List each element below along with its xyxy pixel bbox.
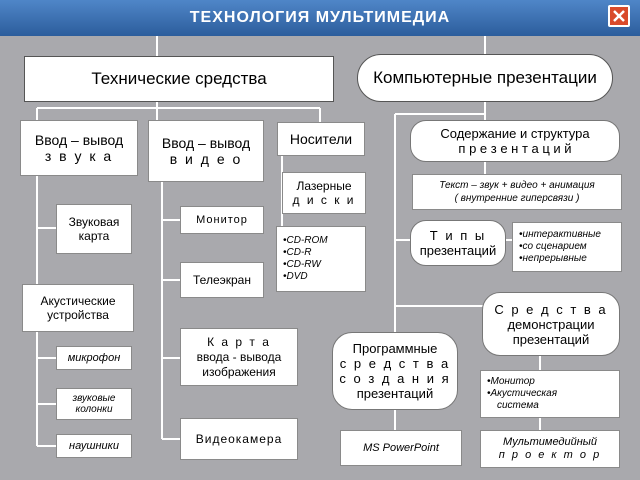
sound-card-box: Звуковая карта (56, 204, 132, 254)
disk-types-box: CD-ROM CD-R CD-RW DVD (276, 226, 366, 292)
laser-disks-box: Лазерные д и с к и (282, 172, 366, 214)
media-label: Носители (289, 131, 353, 147)
video-io-line2: в и д е о (169, 151, 243, 167)
presentations-header-label: Компьютерные презентации (373, 68, 597, 87)
capture-card-box: К а р т а ввода - вывода изображения (180, 328, 298, 386)
software-line2: с р е д с т в а (339, 356, 451, 371)
video-io-box: Ввод – вывод в и д е о (148, 120, 264, 182)
acoustic-line2: устройства (47, 308, 109, 322)
close-icon (613, 10, 625, 22)
laser-disks-line1: Лазерные (296, 179, 352, 193)
monitor-box: Монитор (180, 206, 264, 234)
demo-means-line2: демонстрации (507, 316, 595, 332)
disk-type-item: CD-ROM (283, 235, 328, 247)
microphone-box: микрофон (56, 346, 132, 370)
disk-type-item: CD-RW (283, 259, 321, 271)
media-box: Носители (277, 122, 365, 156)
type-list-item: непрерывные (519, 253, 587, 265)
speakers-line1: звуковые (72, 393, 116, 404)
capture-card-line1: К а р т а (207, 334, 271, 349)
microphone-label: микрофон (67, 352, 121, 364)
sound-io-line2: з в у к а (44, 148, 114, 164)
sound-card-line1: Звуковая (68, 215, 120, 229)
software-line3: с о з д а н и я (339, 371, 451, 386)
camcorder-box: Видеокамера (180, 418, 298, 460)
content-structure-line2: п р е з е н т а ц и й (458, 141, 572, 156)
formula-box: Текст – звук + видео + анимация ( внутре… (412, 174, 622, 210)
sound-io-box: Ввод – вывод з в у к а (20, 120, 138, 176)
acoustic-box: Акустические устройства (22, 284, 134, 332)
headphones-label: наушники (69, 440, 119, 452)
sound-card-line2: карта (78, 229, 110, 243)
demo-list-item-cont: система (497, 400, 539, 411)
diagram-canvas: Технические средства Компьютерные презен… (0, 36, 640, 480)
disk-type-item: CD-R (283, 247, 312, 259)
tv-label: Телеэкран (193, 273, 251, 287)
acoustic-line1: Акустические (40, 294, 116, 308)
demo-means-line1: С р е д с т в а (494, 301, 608, 317)
software-line4: презентаций (356, 386, 434, 401)
presentation-types-box: Т и п ы презентаций (410, 220, 506, 266)
window-title: ТЕХНОЛОГИЯ МУЛЬТИМЕДИА (189, 9, 451, 26)
demo-list-box: Монитор Акустическая система (480, 370, 620, 418)
sound-io-line1: Ввод – вывод (34, 132, 124, 148)
video-io-line1: Ввод – вывод (161, 135, 251, 151)
type-list-item: со сценарием (519, 241, 587, 253)
presentation-types-line1: Т и п ы (429, 228, 487, 243)
powerpoint-box: MS PowerPoint (340, 430, 462, 466)
formula-line2: ( внутренние гиперсвязи ) (454, 193, 580, 204)
headphones-box: наушники (56, 434, 132, 458)
content-structure-line1: Содержание и структура (440, 126, 590, 141)
monitor-label: Монитор (196, 214, 248, 226)
tech-header-label: Технические средства (91, 69, 267, 88)
close-button[interactable] (608, 5, 630, 27)
powerpoint-label: MS PowerPoint (363, 442, 439, 454)
type-list-box: интерактивные со сценарием непрерывные (512, 222, 622, 272)
projector-box: Мультимедийный п р о е к т о р (480, 430, 620, 468)
presentation-types-line2: презентаций (419, 243, 497, 258)
camcorder-label: Видеокамера (195, 432, 283, 446)
projector-line2: п р о е к т о р (498, 449, 602, 461)
demo-list-item: Акустическая (487, 388, 558, 400)
projector-line1: Мультимедийный (502, 436, 598, 448)
tech-header: Технические средства (24, 56, 334, 102)
tv-box: Телеэкран (180, 262, 264, 298)
demo-means-line3: презентаций (512, 331, 590, 347)
type-list-item: интерактивные (519, 229, 601, 241)
laser-disks-line2: д и с к и (292, 193, 356, 207)
capture-card-line3: изображения (202, 364, 276, 379)
presentations-header: Компьютерные презентации (357, 54, 613, 102)
speakers-box: звуковые колонки (56, 388, 132, 420)
formula-line1: Текст – звук + видео + анимация (439, 180, 595, 191)
title-bar: ТЕХНОЛОГИЯ МУЛЬТИМЕДИА (0, 0, 640, 36)
software-line1: Программные (352, 341, 438, 356)
software-box: Программные с р е д с т в а с о з д а н … (332, 332, 458, 410)
disk-type-item: DVD (283, 271, 308, 283)
capture-card-line2: ввода - вывода (196, 349, 282, 364)
content-structure-box: Содержание и структура п р е з е н т а ц… (410, 120, 620, 162)
demo-list-item: Монитор (487, 376, 535, 388)
speakers-line2: колонки (75, 404, 113, 415)
demo-means-box: С р е д с т в а демонстрации презентаций (482, 292, 620, 356)
